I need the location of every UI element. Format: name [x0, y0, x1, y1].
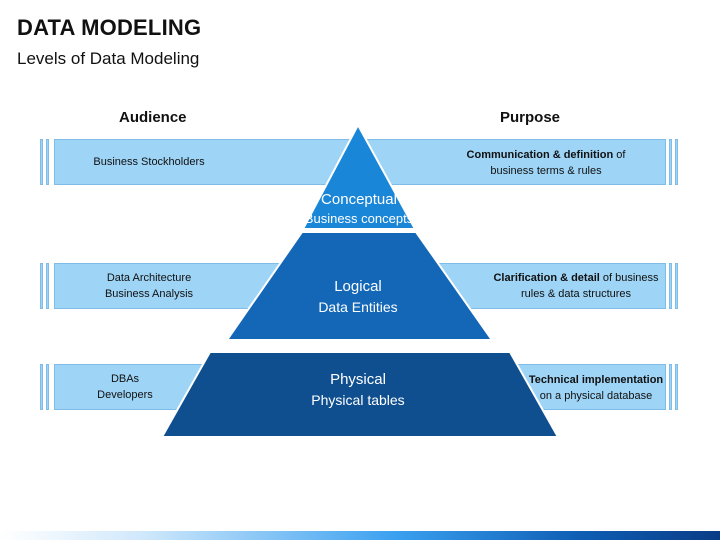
pyramid-logical [225, 231, 494, 341]
purpose-bold: Communication & definition [466, 149, 614, 161]
level-detail: Business concepts [304, 211, 414, 226]
level-name: Physical [330, 371, 386, 388]
page-title: DATA MODELING [17, 15, 202, 40]
purpose-line2: rules & data structures [520, 288, 632, 300]
pyramid-label-conceptual: Conceptual Business concepts [229, 190, 489, 228]
pyramid-label-physical: Physical Physical tables [228, 370, 488, 410]
audience-heading: Audience [119, 109, 187, 126]
band-edge-right-2 [669, 263, 672, 309]
band-edge-left-3b [46, 364, 49, 410]
band-edge-left-1b [46, 139, 49, 185]
level-detail: Physical tables [311, 392, 405, 408]
audience-line: DBAs [110, 373, 140, 385]
band-edge-right-1b [675, 139, 678, 185]
audience-conceptual: Business Stockholders [74, 154, 224, 170]
purpose-physical: Technical implementation on a physical d… [491, 372, 701, 404]
purpose-bold: Clarification & detail [493, 272, 600, 284]
purpose-rest: of business [599, 272, 659, 284]
pyramid-physical [160, 351, 560, 438]
audience-line: Developers [97, 389, 153, 401]
audience-line: Business Analysis [104, 288, 194, 300]
purpose-logical: Clarification & detail of business rules… [471, 270, 681, 302]
level-name: Logical [334, 278, 382, 295]
purpose-rest: of [613, 149, 626, 161]
footer-gradient-bar [0, 531, 720, 540]
pyramid-label-logical: Logical Data Entities [228, 277, 488, 317]
purpose-bold: Technical implementation [528, 374, 664, 386]
band-edge-left-1 [40, 139, 43, 185]
band-edge-right-2b [675, 263, 678, 309]
audience-physical: DBAs Developers [50, 371, 200, 403]
purpose-conceptual: Communication & definition of business t… [441, 147, 651, 179]
purpose-heading: Purpose [500, 109, 561, 126]
band-edge-left-3 [40, 364, 43, 410]
audience-logical: Data Architecture Business Analysis [74, 270, 224, 302]
audience-line: Data Architecture [106, 272, 192, 284]
band-edge-right-1 [669, 139, 672, 185]
level-name: Conceptual [321, 191, 397, 208]
purpose-line2: business terms & rules [490, 165, 602, 177]
band-edge-right-3b [675, 364, 678, 410]
purpose-line2: on a physical database [539, 390, 653, 402]
band-edge-left-2b [46, 263, 49, 309]
band-edge-right-3 [669, 364, 672, 410]
audience-line: Business Stockholders [93, 156, 205, 168]
band-edge-left-2 [40, 263, 43, 309]
page-subtitle: Levels of Data Modeling [17, 49, 200, 68]
pyramid-conceptual [301, 122, 417, 230]
level-detail: Data Entities [318, 299, 398, 315]
